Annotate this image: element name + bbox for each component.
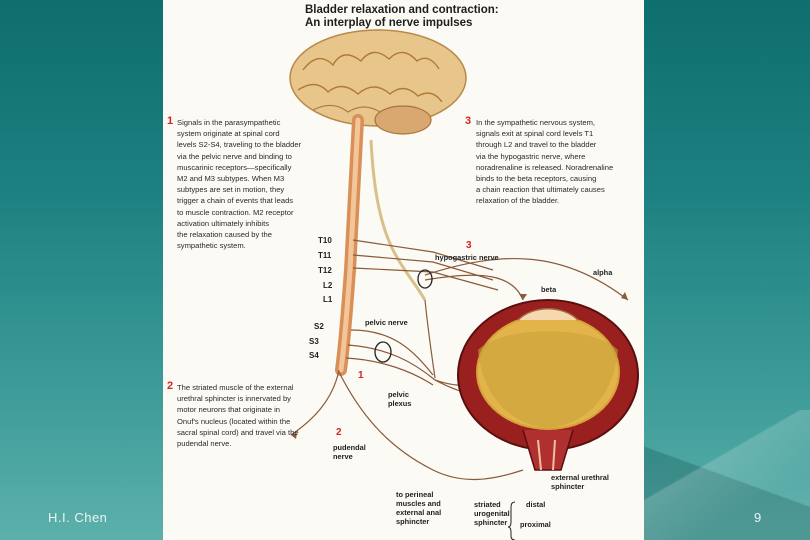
author-footer: H.I. Chen: [48, 510, 108, 525]
spinal-level-label: T12: [318, 266, 332, 275]
spinal-level-label: S3: [309, 337, 319, 346]
paragraph-number: 2: [167, 380, 174, 392]
label-external-urethral-sphincter: external urethral sphincter: [551, 473, 609, 491]
page-number: 9: [754, 510, 762, 525]
spinal-level-label: S2: [314, 322, 324, 331]
bladder-illustration: [457, 299, 639, 471]
label-alpha: alpha: [593, 268, 613, 277]
spinal-level-label: L2: [323, 281, 333, 290]
marker-2: 2: [336, 427, 342, 438]
nerve-diagram: [289, 29, 639, 540]
title-line-1: Bladder relaxation and contraction:: [305, 4, 499, 16]
marker-3: 3: [466, 240, 472, 251]
title-line-2: An interplay of nerve impulses: [305, 17, 473, 29]
label-pelvic-nerve: pelvic nerve: [365, 318, 408, 327]
label-beta: beta: [541, 285, 557, 294]
marker-1: 1: [358, 370, 364, 381]
label-pelvic-plexus: pelvic plexus: [388, 390, 412, 408]
paragraph-pudendal: The striated muscle of the external uret…: [177, 383, 299, 449]
spinal-level-label: T11: [318, 251, 332, 260]
label-proximal: proximal: [520, 520, 551, 529]
sympathetic-chain: [369, 139, 427, 301]
brain-illustration: [289, 29, 467, 135]
anatomy-figure: Bladder relaxation and contraction: An i…: [163, 0, 644, 540]
paragraph-parasympathetic: Signals in the parasympathetic system or…: [177, 118, 302, 251]
nerve-lines: [290, 239, 629, 480]
bracket: [507, 501, 516, 540]
figure-title: Bladder relaxation and contraction: An i…: [305, 4, 499, 30]
spinal-level-label: S4: [309, 351, 319, 360]
arrowheads: [291, 292, 628, 439]
paragraph-number: 3: [465, 115, 472, 127]
spinal-level-label: L1: [323, 295, 333, 304]
label-striated-sphincter: striated urogenital sphincter: [474, 500, 510, 527]
spinal-level-label: T10: [318, 236, 332, 245]
background-decoration: [640, 410, 810, 540]
pelvic-marker: [374, 341, 392, 363]
label-perineal: to perineal muscles and external anal sp…: [396, 490, 442, 526]
label-hypogastric-nerve: hypogastric nerve: [435, 253, 499, 262]
label-distal: distal: [526, 500, 546, 509]
ganglion-marker: [417, 269, 433, 289]
paragraph-number: 1: [167, 115, 174, 127]
paragraph-sympathetic: In the sympathetic nervous system, signa…: [476, 118, 614, 206]
label-pudendal-nerve: pudendal nerve: [333, 443, 366, 461]
